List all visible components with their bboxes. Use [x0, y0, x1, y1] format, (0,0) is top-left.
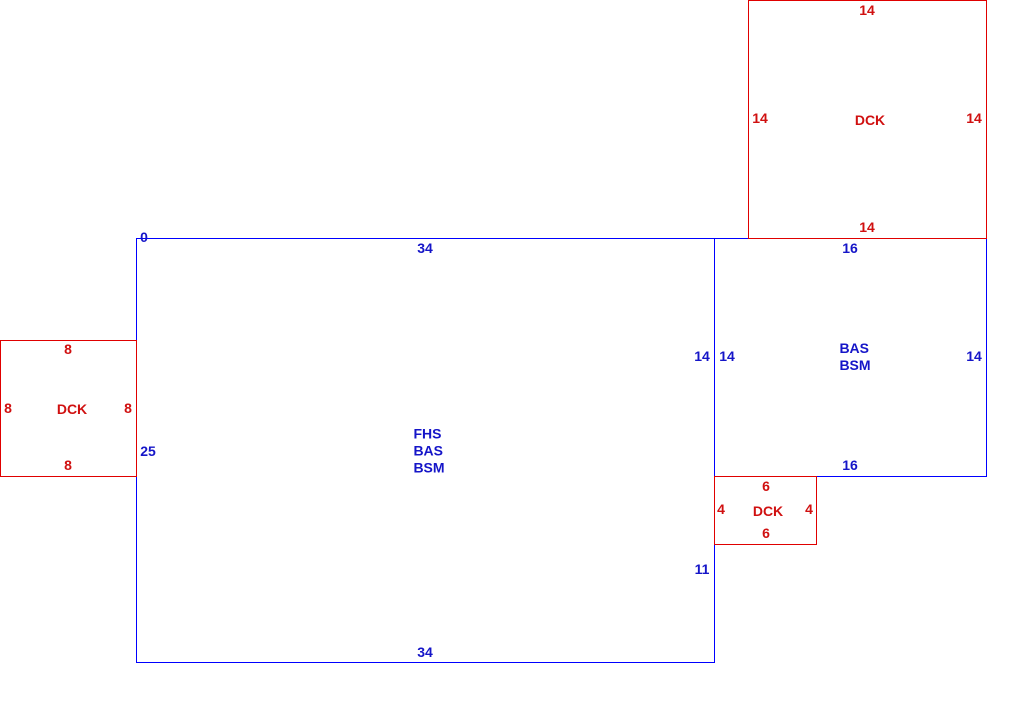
main-code-fhs: FHS [413, 425, 442, 442]
east-area-codes: BAS BSM [839, 340, 870, 374]
east-top-dimension: 16 [842, 240, 858, 256]
main-top-dimension: 34 [417, 240, 433, 256]
deck-north-top-dimension: 14 [859, 2, 875, 18]
deck-west-left-dimension: 8 [4, 400, 12, 416]
deck-north-bottom-dimension: 14 [859, 219, 875, 235]
east-bottom-dimension: 16 [842, 457, 858, 473]
east-code-bas: BAS [839, 340, 869, 356]
deck-south-bottom-dimension: 6 [762, 525, 770, 541]
deck-south-code: DCK [752, 503, 784, 519]
deck-north-code: DCK [854, 112, 886, 128]
deck-south-outline [714, 476, 817, 545]
deck-west-outline [0, 340, 137, 477]
main-bottom-dimension: 34 [417, 644, 433, 660]
deck-west-top-dimension: 8 [64, 341, 72, 357]
main-code-bas: BAS [413, 442, 443, 459]
deck-west-code: DCK [56, 401, 88, 417]
deck-north-left-dimension: 14 [752, 110, 768, 126]
deck-south-top-dimension: 6 [762, 478, 770, 494]
east-left-dimension: 14 [719, 348, 735, 364]
deck-north-outline [748, 0, 987, 239]
main-right-upper-dimension: 14 [694, 348, 710, 364]
main-right-lower-dimension: 11 [694, 561, 710, 577]
east-right-dimension: 14 [966, 348, 982, 364]
east-code-bsm: BSM [839, 357, 871, 373]
main-area-codes: FHS BAS BSM [413, 426, 444, 477]
main-left-dimension: 25 [140, 443, 156, 459]
deck-north-right-dimension: 14 [966, 110, 982, 126]
deck-south-right-dimension: 4 [805, 501, 813, 517]
main-code-bsm: BSM [413, 459, 445, 476]
deck-west-bottom-dimension: 8 [64, 457, 72, 473]
deck-south-left-dimension: 4 [717, 501, 725, 517]
deck-west-right-dimension: 8 [124, 400, 132, 416]
start-marker: 0 [140, 229, 148, 245]
